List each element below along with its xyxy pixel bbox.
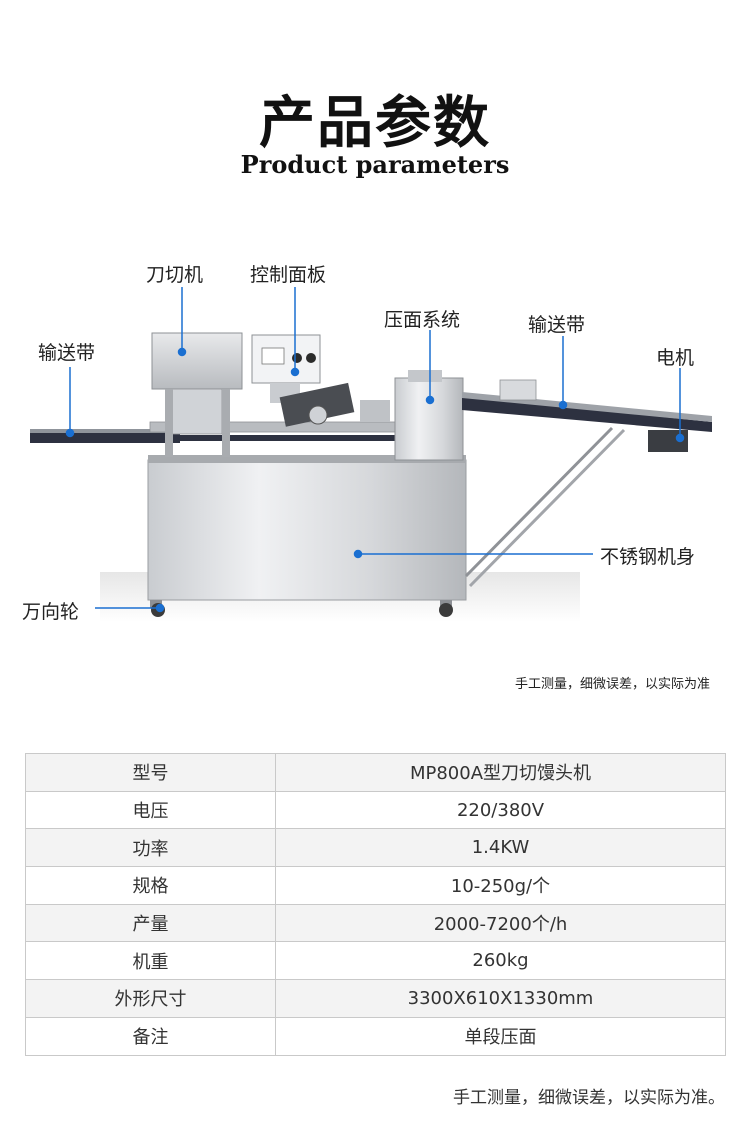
label-press-system: 压面系统 <box>384 309 461 331</box>
spec-key: 规格 <box>25 866 276 905</box>
press-system-housing <box>394 377 464 461</box>
right-conveyor <box>462 398 712 432</box>
label-motor: 电机 <box>656 347 695 369</box>
label-conveyor-right: 输送带 <box>528 314 586 336</box>
left-conveyor <box>30 433 180 443</box>
spec-key: 型号 <box>25 753 276 792</box>
machine-diagram: 刀切机 控制面板 输送带 压面系统 输送带 电机 不锈钢机身 万向轮 <box>0 250 750 640</box>
page-title-cn: 产品参数 <box>259 90 491 156</box>
spec-value: 3300X610X1330mm <box>275 979 726 1018</box>
table-row: 备注单段压面 <box>25 1016 726 1056</box>
label-stainless-body: 不锈钢机身 <box>600 546 696 568</box>
spec-value: 10-250g/个 <box>275 866 726 905</box>
spec-key: 功率 <box>25 828 276 868</box>
spec-key: 外形尺寸 <box>25 979 276 1018</box>
measurement-note-bottom: 手工测量，细微误差，以实际为准。 <box>453 1088 725 1108</box>
measurement-note-top: 手工测量，细微误差，以实际为准 <box>514 677 710 692</box>
spec-key: 备注 <box>25 1016 276 1056</box>
spec-value: 2000-7200个/h <box>275 903 726 943</box>
spec-key: 电压 <box>25 790 276 830</box>
label-caster-wheel: 万向轮 <box>22 601 80 623</box>
machine-illustration <box>30 287 712 622</box>
label-conveyor-left: 输送带 <box>38 342 96 364</box>
spec-value: 260kg <box>275 941 726 981</box>
label-control-panel: 控制面板 <box>250 264 327 286</box>
spec-value: 1.4KW <box>275 828 726 868</box>
spec-key: 机重 <box>25 941 276 981</box>
cutter-box <box>151 332 243 390</box>
spec-value: 单段压面 <box>275 1016 726 1056</box>
label-knife-cutter: 刀切机 <box>146 264 204 286</box>
main-body <box>147 459 467 601</box>
spec-key: 产量 <box>25 903 276 943</box>
spec-value: 220/380V <box>275 790 726 830</box>
spec-value: MP800A型刀切馒头机 <box>275 753 726 792</box>
page-title-en: Product parameters <box>240 150 510 179</box>
